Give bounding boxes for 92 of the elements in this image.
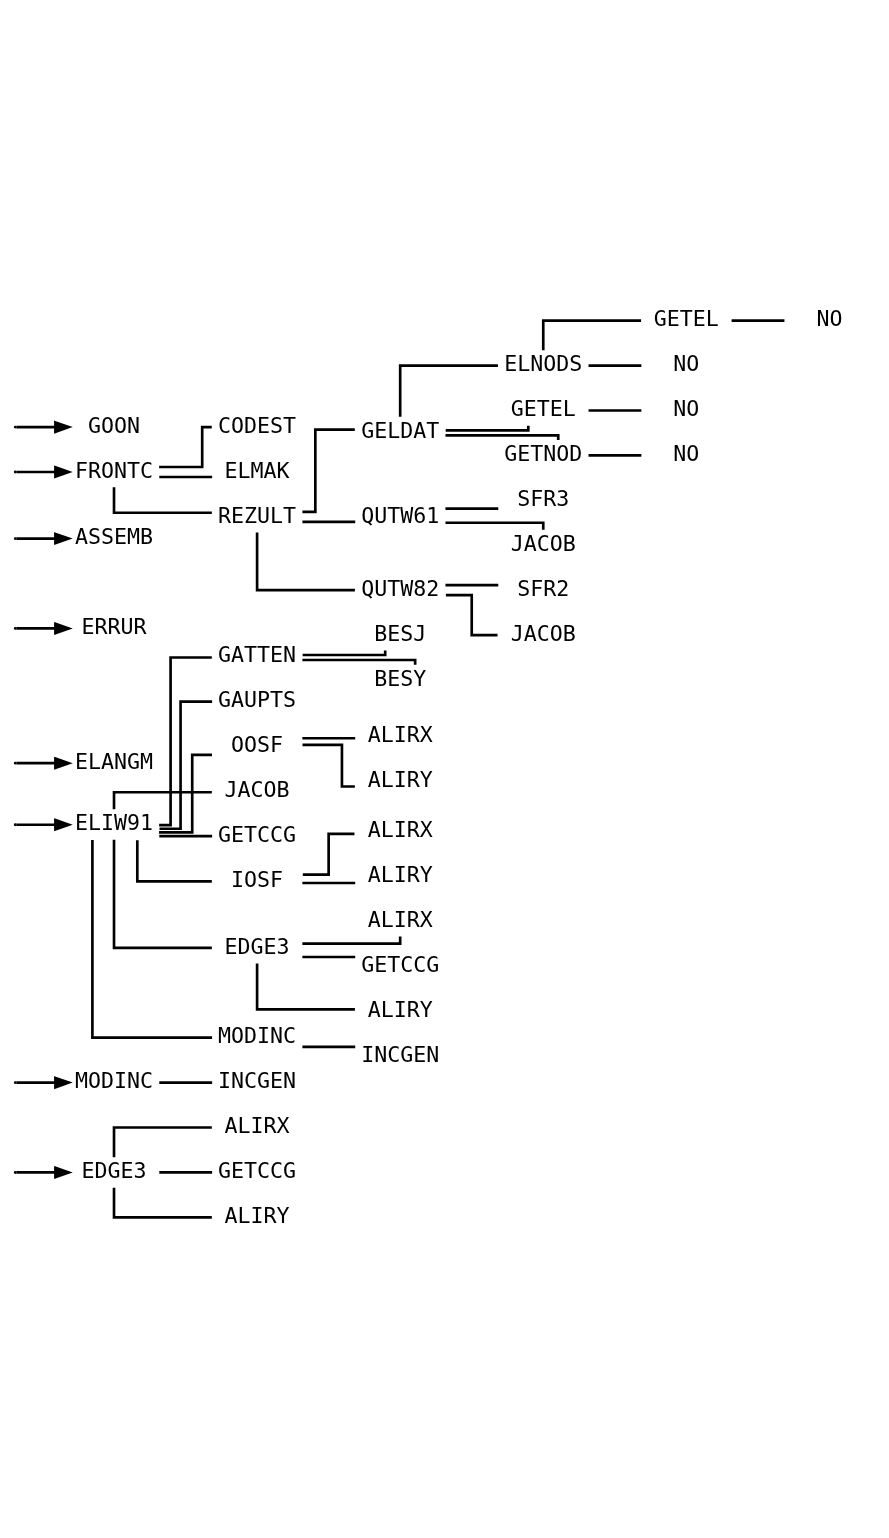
node-text: NO: [816, 306, 843, 332]
node-text: QUTW82: [361, 575, 440, 601]
arrow: [16, 756, 73, 770]
node-text: GETCCG: [218, 1158, 297, 1184]
node-text: GETNOD: [504, 441, 583, 467]
connector: [445, 583, 499, 587]
node-text: ALIRY: [224, 1203, 290, 1229]
connector: [445, 434, 560, 441]
node-text: EDGE3: [224, 933, 290, 959]
connector: [255, 963, 355, 1011]
node-text: GATTEN: [218, 642, 297, 668]
node-text: GETCCG: [361, 951, 440, 977]
connector: [302, 650, 387, 657]
node-text: IOSF: [231, 866, 284, 892]
node-text: ALIRY: [367, 861, 433, 887]
node-text: SFR3: [517, 485, 570, 511]
connector: [445, 593, 498, 637]
connector: [731, 319, 785, 322]
node-text: ALIRY: [367, 767, 433, 793]
connector: [159, 753, 213, 834]
node-text: FRONTC: [74, 457, 154, 483]
connector: [302, 736, 356, 740]
node-text: ALIRX: [367, 906, 433, 932]
node-text: MODINC: [218, 1023, 297, 1049]
node-text: NO: [673, 441, 700, 467]
node-text: INCGEN: [361, 1041, 440, 1067]
connector: [302, 955, 356, 959]
connector: [91, 840, 213, 1039]
node-text: GETEL: [510, 396, 576, 422]
node-text: ALIRY: [367, 996, 433, 1022]
node-text: GETCCG: [218, 822, 297, 848]
connector: [255, 532, 355, 592]
connector: [159, 834, 213, 838]
arrow: [16, 621, 73, 635]
arrow: [16, 420, 73, 434]
node-text: EDGE3: [81, 1158, 147, 1184]
node-text: BESY: [374, 665, 427, 691]
node-text: JACOB: [510, 620, 576, 646]
connector: [588, 364, 642, 367]
node-text: GETEL: [653, 306, 719, 332]
connector: [159, 1081, 213, 1084]
connector: [159, 1171, 213, 1174]
connector: [136, 840, 212, 883]
connector: [588, 409, 642, 412]
node-text: INCGEN: [218, 1068, 297, 1094]
connector: [302, 832, 355, 876]
connector: [445, 507, 499, 510]
arrow: [16, 532, 73, 546]
node-text: GAUPTS: [218, 687, 297, 713]
node-text: ALIRX: [367, 722, 433, 748]
node-text: BESJ: [374, 620, 427, 646]
connector: [112, 1187, 212, 1219]
arrow: [16, 1165, 73, 1179]
node-text: ELNODS: [504, 351, 583, 377]
arrow: [16, 1076, 73, 1090]
node-text: ERRUR: [81, 614, 147, 640]
connector: [541, 319, 642, 351]
node-text: REZULT: [218, 502, 297, 528]
connector: [302, 1045, 356, 1049]
node-text: GOON: [88, 412, 141, 438]
node-text: JACOB: [224, 777, 290, 803]
node-text: QUTW61: [361, 502, 440, 528]
node-text: ELANGM: [74, 748, 154, 774]
connector: [112, 1126, 212, 1158]
connector: [398, 364, 498, 417]
connector: [112, 839, 212, 950]
connector: [302, 520, 356, 524]
node-text: OOSF: [231, 732, 284, 758]
connector: [159, 656, 212, 827]
node-text: SFR2: [517, 575, 570, 601]
node-text: ALIRX: [224, 1113, 290, 1139]
node-text: GELDAT: [361, 417, 440, 443]
node-text: ELIW91: [74, 810, 154, 836]
connector: [302, 428, 355, 514]
arrow: [16, 465, 73, 479]
node-text: NO: [673, 396, 700, 422]
connector: [112, 790, 212, 810]
node-text: ELMAK: [224, 457, 290, 483]
connector: [159, 700, 213, 831]
node-text: NO: [673, 351, 700, 377]
connector: [445, 425, 530, 432]
connector: [302, 658, 417, 665]
node-text: JACOB: [510, 530, 576, 556]
arrow: [16, 818, 73, 832]
node-text: CODEST: [218, 412, 297, 438]
node-text: ASSEMB: [74, 524, 154, 550]
connector: [588, 454, 642, 457]
connector: [112, 487, 212, 515]
connector: [159, 475, 213, 479]
node-text: ALIRX: [367, 817, 433, 843]
connector: [302, 881, 356, 885]
node-text: MODINC: [74, 1068, 154, 1094]
